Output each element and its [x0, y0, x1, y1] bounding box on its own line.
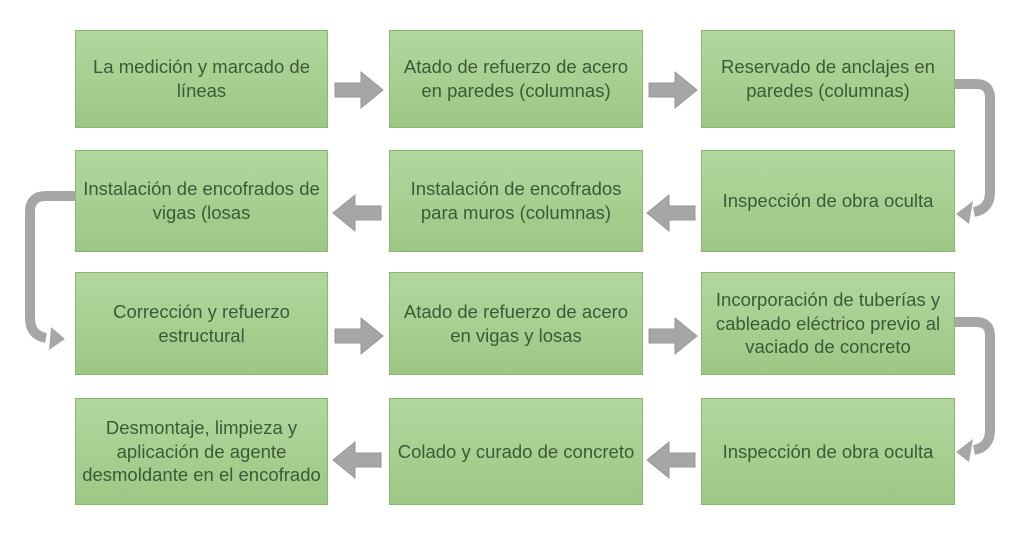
flow-step-7-label: Corrección y refuerzo estructural [113, 300, 290, 346]
flow-step-11-label: Colado y curado de concreto [397, 440, 635, 462]
flow-step-10-label: Inspección de obra oculta [722, 440, 934, 462]
flow-step-9-label: Incorporación de tuberías y cableado elé… [715, 288, 941, 358]
flow-step-11: Colado y curado de concreto [389, 398, 643, 505]
arrow-right-icon [648, 316, 698, 356]
flow-step-2: Atado de refuerzo de acero en paredes (c… [389, 30, 643, 128]
flow-step-6-label: Instalación de encofrados de vigas (losa… [83, 178, 320, 223]
flow-step-8: Atado de refuerzo de acero en vigas y lo… [389, 272, 643, 375]
flow-step-12: Desmontaje, limpieza y aplicación de age… [75, 398, 328, 505]
flow-step-4-label: Inspección de obra oculta [722, 190, 934, 212]
flow-step-9: Incorporación de tuberías y cableado elé… [701, 272, 955, 375]
arrow-right-icon [334, 316, 384, 356]
flow-step-10: Inspección de obra oculta [701, 398, 955, 505]
arrow-left-icon [332, 440, 382, 480]
elbow-connector-right-2-icon [954, 317, 995, 462]
arrow-right-icon [334, 70, 384, 110]
arrow-left-icon [332, 193, 382, 233]
flow-step-8-label: Atado de refuerzo de acero en vigas y lo… [403, 300, 629, 346]
flow-step-12-label: Desmontaje, limpieza y aplicación de age… [82, 416, 321, 486]
flow-step-1-label: La medición y marcado de líneas [93, 56, 310, 101]
flow-step-5-label: Instalación de encofrados para muros (co… [410, 178, 622, 223]
arrow-right-icon [648, 70, 698, 110]
flow-step-6: Instalación de encofrados de vigas (losa… [75, 150, 328, 252]
flow-step-5: Instalación de encofrados para muros (co… [389, 150, 643, 252]
arrow-left-icon [646, 193, 696, 233]
elbow-connector-left-icon [25, 191, 76, 350]
flow-step-4: Inspección de obra oculta [701, 150, 955, 252]
arrow-left-icon [646, 440, 696, 480]
flow-step-3-label: Reservado de anclajes en paredes (column… [721, 56, 935, 101]
elbow-connector-right-1-icon [954, 79, 995, 224]
flow-step-2-label: Atado de refuerzo de acero en paredes (c… [403, 56, 629, 101]
flow-step-3: Reservado de anclajes en paredes (column… [701, 30, 955, 128]
flow-step-7: Corrección y refuerzo estructural [75, 272, 328, 375]
flow-step-1: La medición y marcado de líneas [75, 30, 328, 128]
